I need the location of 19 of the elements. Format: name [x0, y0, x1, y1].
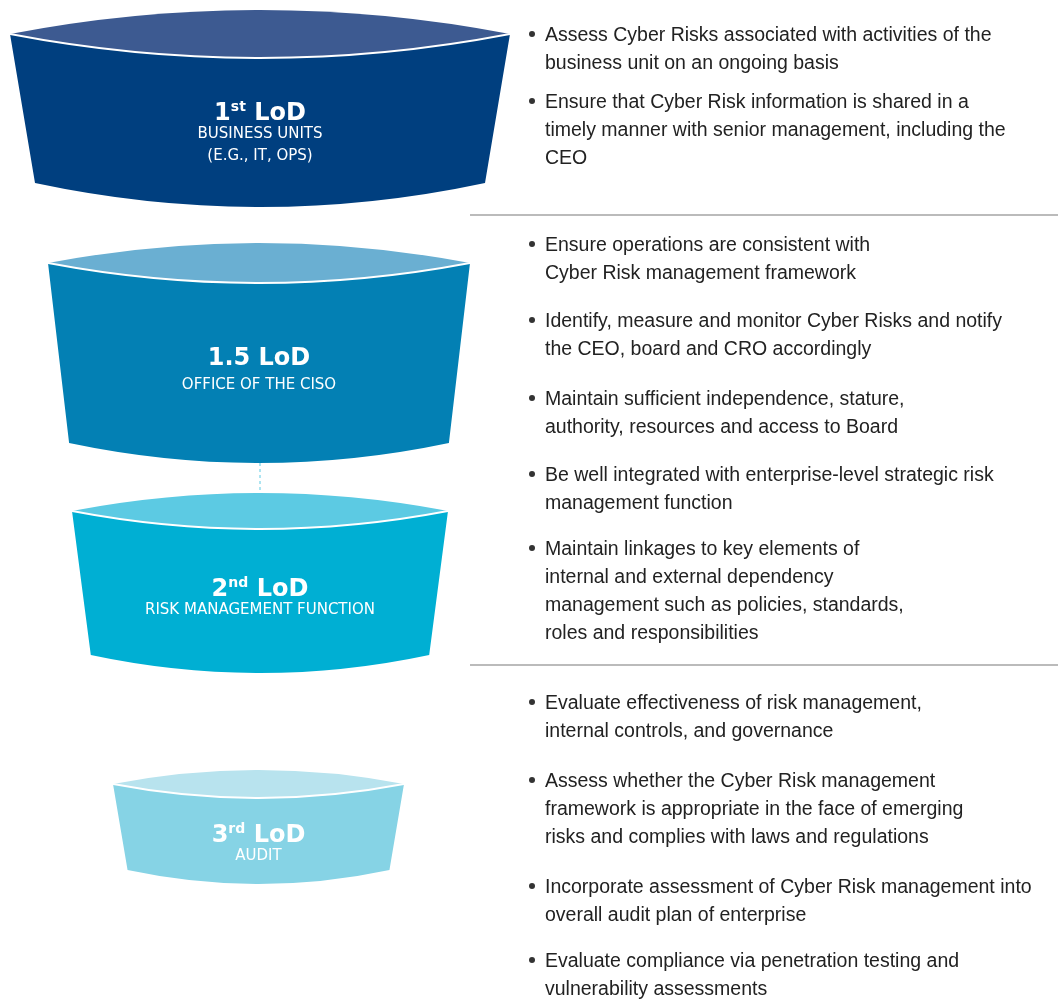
- bullet-text: Maintain linkages to key elements of internal and external dependency management such as policies, standards, roles and responsibilities: [545, 536, 905, 645]
- band-subtitle: AUDIT: [234, 845, 283, 866]
- bullet-text: Ensure operations are consistent with Cyber Risk management framework: [545, 232, 872, 285]
- band-subtitle: BUSINESS UNITS (E.G., IT, OPS): [196, 123, 324, 166]
- bullet-text: Ensure that Cyber Risk information is shared in a timely manner with senior management, including the CEO: [545, 89, 1007, 170]
- band-subtitle: OFFICE OF THE CISO: [180, 374, 338, 395]
- bullet-text: Incorporate assessment of Cyber Risk management into overall audit plan of enterprise: [545, 874, 1033, 927]
- bullet-text: Be well integrated with enterprise-level strategic risk management function: [545, 462, 995, 515]
- bullet-text: Identify, measure and monitor Cyber Risks and notify the CEO, board and CRO accordingly: [545, 308, 1003, 361]
- bullet-text: Maintain sufficient independence, stature, authority, resources and access to Board: [545, 386, 906, 439]
- band-subtitle: RISK MANAGEMENT FUNCTION: [144, 599, 376, 620]
- band-heading: 3$^{rd}$ LoD: [210, 819, 307, 848]
- bullet-text: Assess whether the Cyber Risk management framework is appropriate in the face of emerging risks and complies with laws and regulations: [545, 768, 965, 849]
- band-heading: 1.5 LoD: [206, 343, 312, 371]
- band-heading: 1$^{st}$ LoD: [213, 97, 307, 126]
- bullet-text: Evaluate effectiveness of risk management, internal controls, and governance: [545, 690, 923, 743]
- bullet-text: Evaluate compliance via penetration testing and vulnerability assessments: [545, 948, 961, 999]
- band-heading: 2$^{nd}$ LoD: [210, 573, 310, 602]
- bullet-text: Assess Cyber Risks associated with activities of the business unit on an ongoing basis: [545, 22, 993, 75]
